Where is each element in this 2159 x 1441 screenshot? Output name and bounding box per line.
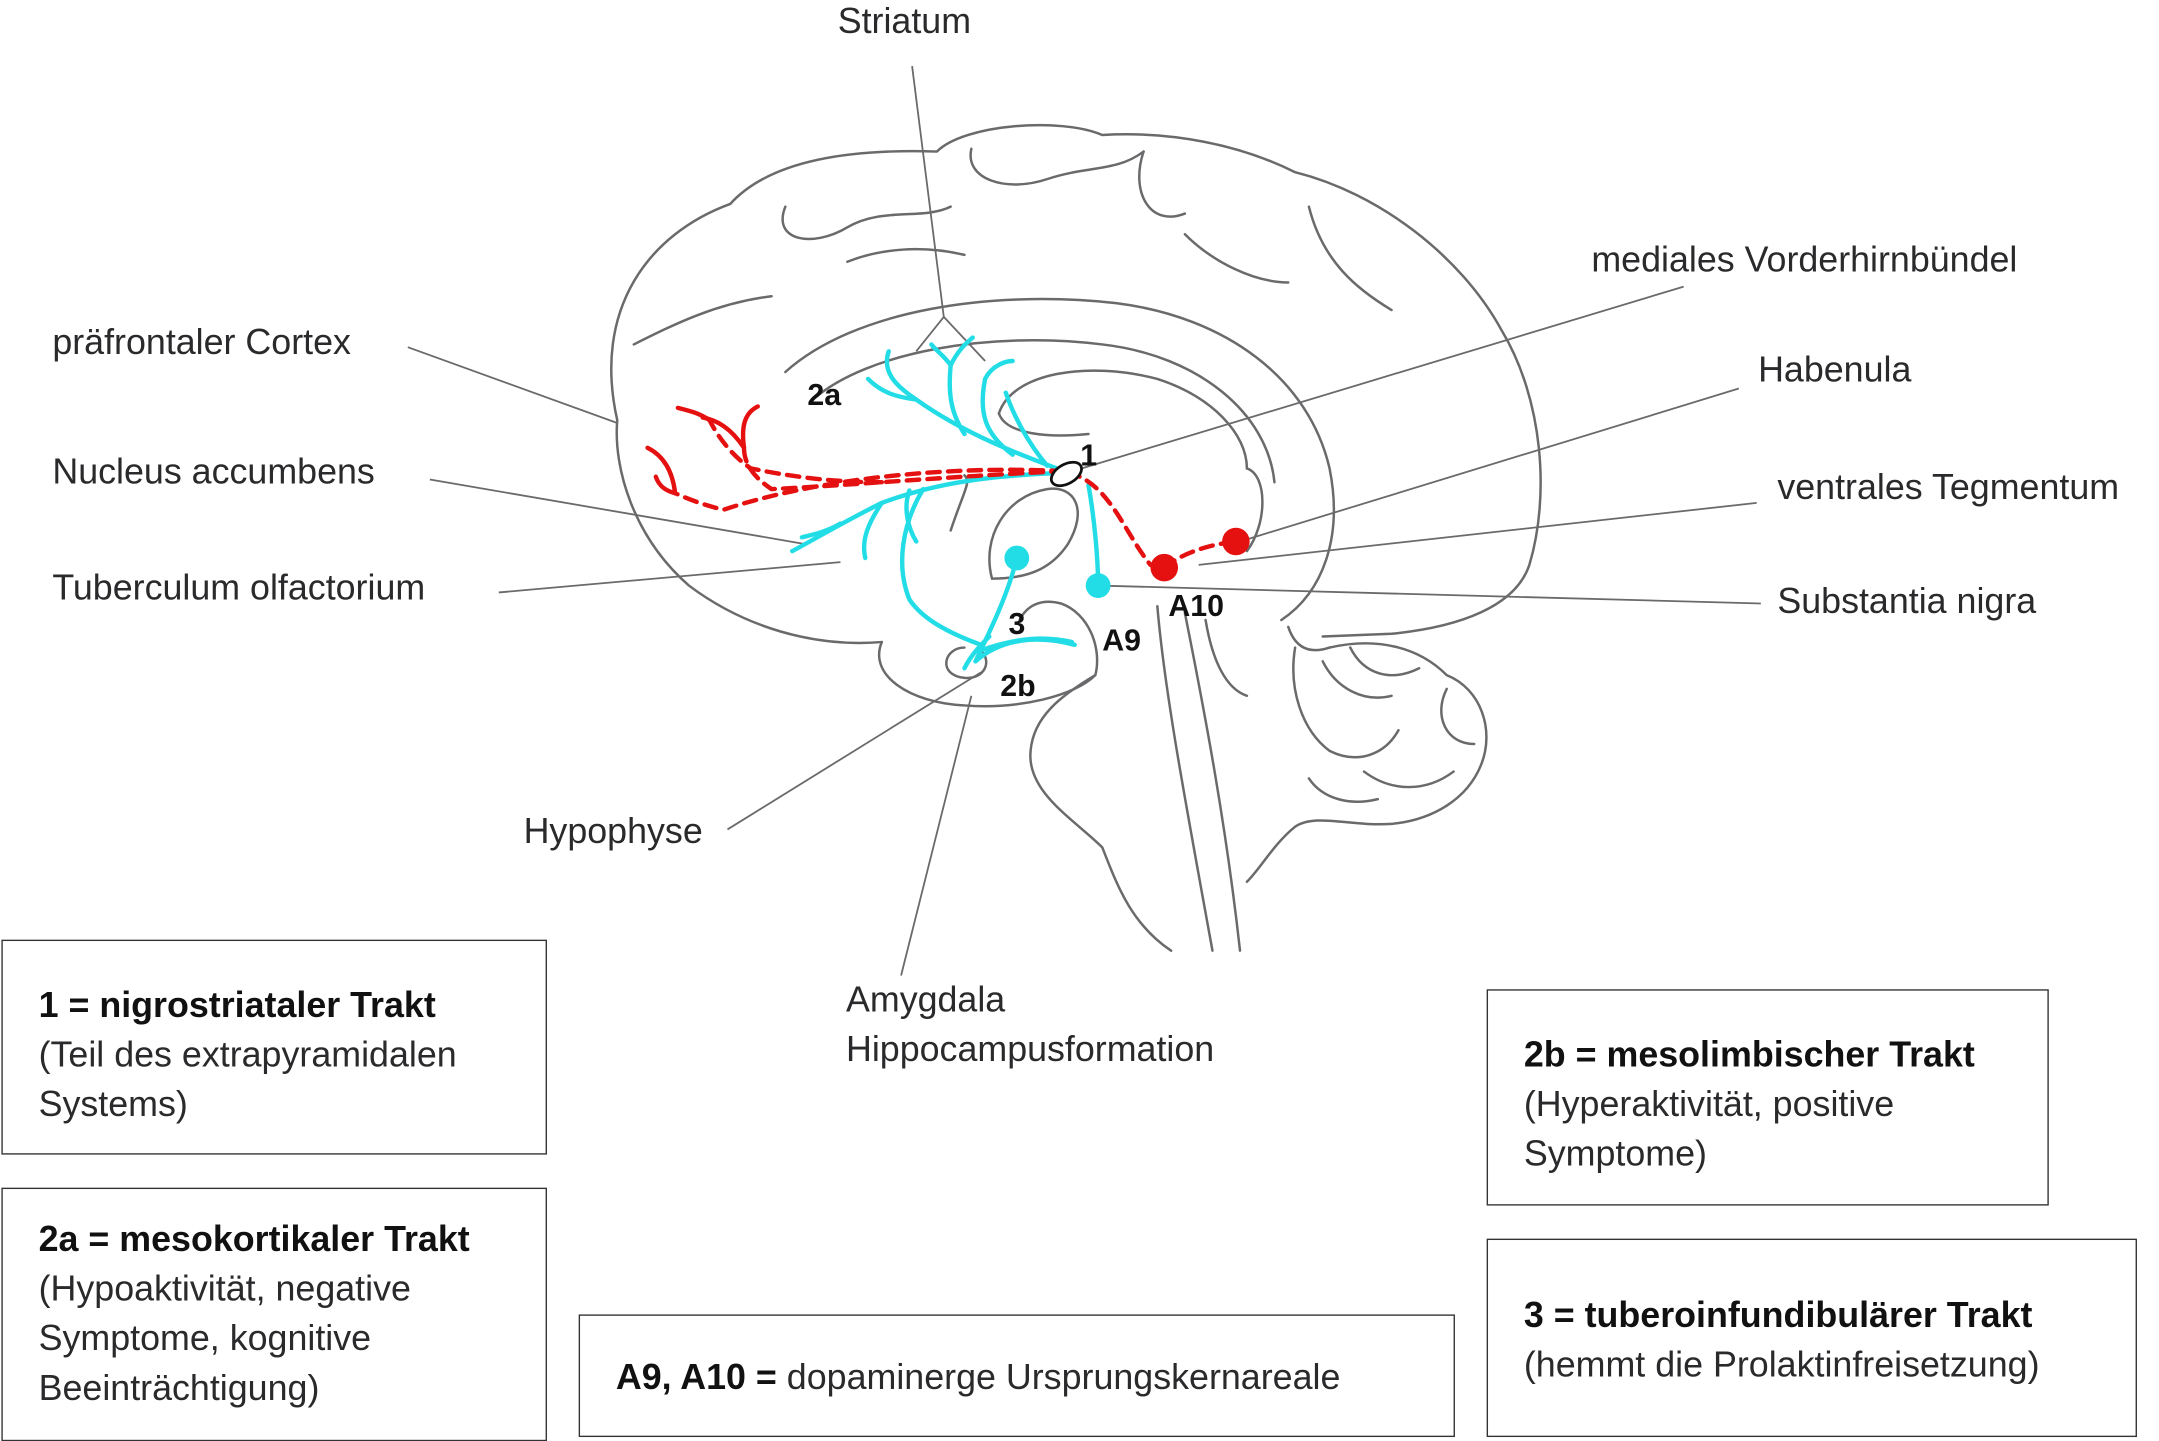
legend-tuberoinfundibulaer: 3 = tuberoinfundibulärer Trakt (hemmt di…	[1486, 1238, 2137, 1438]
marker-a9: A9	[1102, 624, 1141, 657]
legend-tuberoinfundibulaer-title: 3 = tuberoinfundibulärer Trakt	[1523, 1293, 2033, 1336]
legend-mesokortikal: 2a = mesokortikaler Trakt (Hypoaktivität…	[1, 1187, 547, 1441]
label-praefrontaler-cortex: präfrontaler Cortex	[52, 322, 351, 362]
marker-3: 3	[1009, 608, 1026, 641]
label-hypophyse: Hypophyse	[524, 811, 703, 851]
marker-2b: 2b	[1000, 670, 1035, 703]
legend-ursprungskernareale: A9, A10 = dopaminerge Ursprungskernareal…	[578, 1314, 1455, 1438]
legend-mesolimbisch: 2b = mesolimbischer Trakt (Hyperaktivitä…	[1486, 989, 2049, 1206]
legend-mesolimbisch-title: 2b = mesolimbischer Trakt	[1523, 1033, 1975, 1075]
pathway-markers: 1 2a 2b 3 A9 A10	[807, 379, 1224, 703]
legend-mesokortikal-line2: Symptome, kognitive	[38, 1317, 372, 1359]
leader-lines	[407, 66, 1761, 976]
label-mediales-vorderhirnbuendel: mediales Vorderhirnbündel	[1591, 239, 2017, 279]
brain-outline	[610, 123, 1542, 952]
label-striatum: Striatum	[838, 1, 971, 41]
label-ventrales-tegmentum: ventrales Tegmentum	[1777, 467, 2119, 507]
legend-mesolimbisch-line2: Symptome)	[1523, 1132, 1707, 1174]
label-hippocampusformation: Hippocampusformation	[846, 1029, 1214, 1069]
red-pathways	[645, 404, 1250, 582]
legend-mesolimbisch-line1: (Hyperaktivität, positive	[1523, 1082, 1895, 1125]
legend-mesokortikal-title: 2a = mesokortikaler Trakt	[38, 1217, 470, 1260]
label-nucleus-accumbens: Nucleus accumbens	[52, 452, 374, 492]
structure-labels: Striatum präfrontaler Cortex Nucleus acc…	[52, 1, 2119, 1069]
legend-nigrostriatal: 1 = nigrostriataler Trakt (Teil des extr…	[1, 939, 547, 1155]
legend-mesokortikal-line3: Beeinträchtigung)	[38, 1366, 320, 1409]
nucleus-marker	[1049, 460, 1083, 488]
legend-mesokortikal-line1: (Hypoaktivität, negative	[38, 1267, 411, 1309]
legend-nigrostriatal-line2: Systems)	[38, 1082, 188, 1125]
marker-a10: A10	[1168, 590, 1224, 623]
legend-tuberoinfundibulaer-line1: (hemmt die Prolaktinfreisetzung)	[1523, 1343, 2040, 1385]
legend-areas-title: A9, A10 =	[615, 1355, 777, 1398]
legend-nigrostriatal-line1: (Teil des extrapyramidalen	[38, 1033, 457, 1075]
legend-areas-text: dopaminerge Ursprungskernareale	[786, 1355, 1341, 1398]
label-substantia-nigra: Substantia nigra	[1777, 581, 2036, 621]
label-habenula: Habenula	[1758, 350, 1911, 390]
marker-2a: 2a	[807, 379, 842, 412]
marker-1: 1	[1080, 440, 1097, 473]
label-tuberculum-olfactorium: Tuberculum olfactorium	[52, 567, 425, 607]
label-amygdala: Amygdala	[846, 979, 1005, 1019]
legend-nigrostriatal-title: 1 = nigrostriataler Trakt	[38, 983, 436, 1026]
